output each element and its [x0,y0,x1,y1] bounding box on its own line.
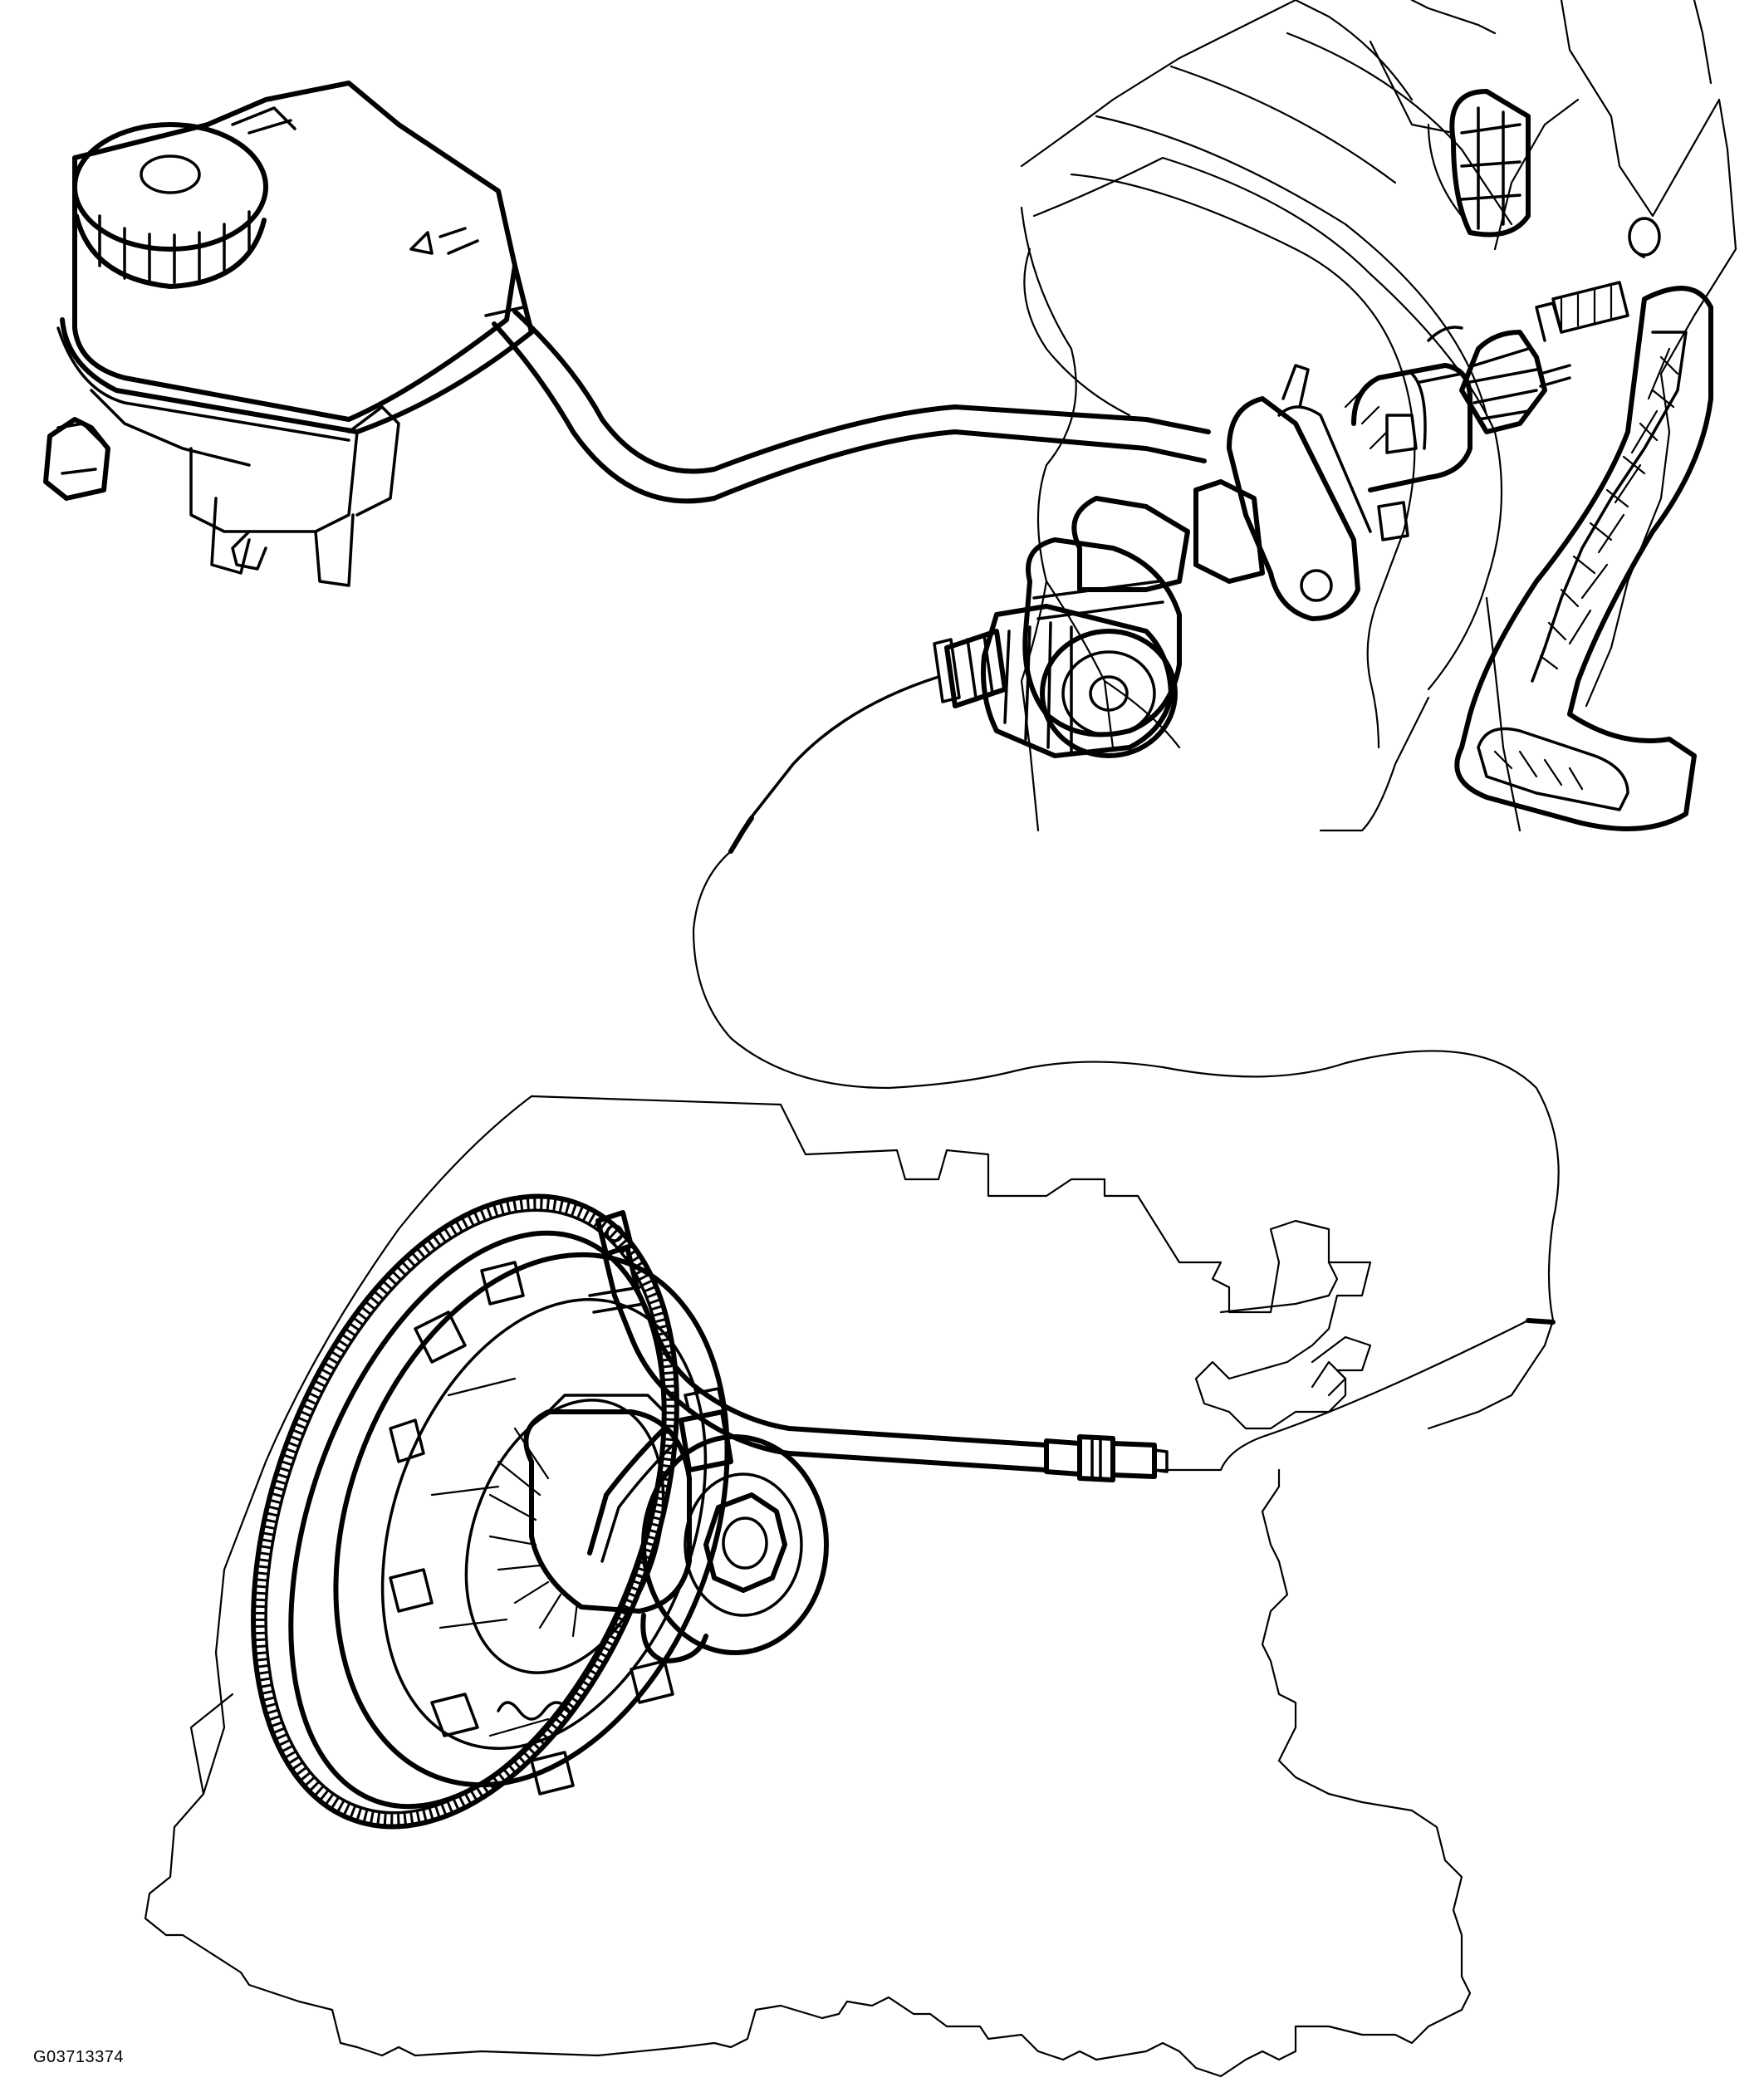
hydraulic-line [692,675,1560,1472]
clutch-pedal [1427,89,1713,831]
figure-id-label: G03713374 [33,2048,125,2066]
clutch-master-cylinder [933,301,1571,758]
flywheel [251,1193,679,1830]
slave-feed-line [588,1210,1049,1472]
fluid-reservoir [43,81,534,587]
transmission-housing-outline [144,1095,1555,2078]
supply-hose [484,306,1211,504]
line-connector [1044,1434,1169,1482]
clutch-pressure-plate [333,1252,730,1796]
